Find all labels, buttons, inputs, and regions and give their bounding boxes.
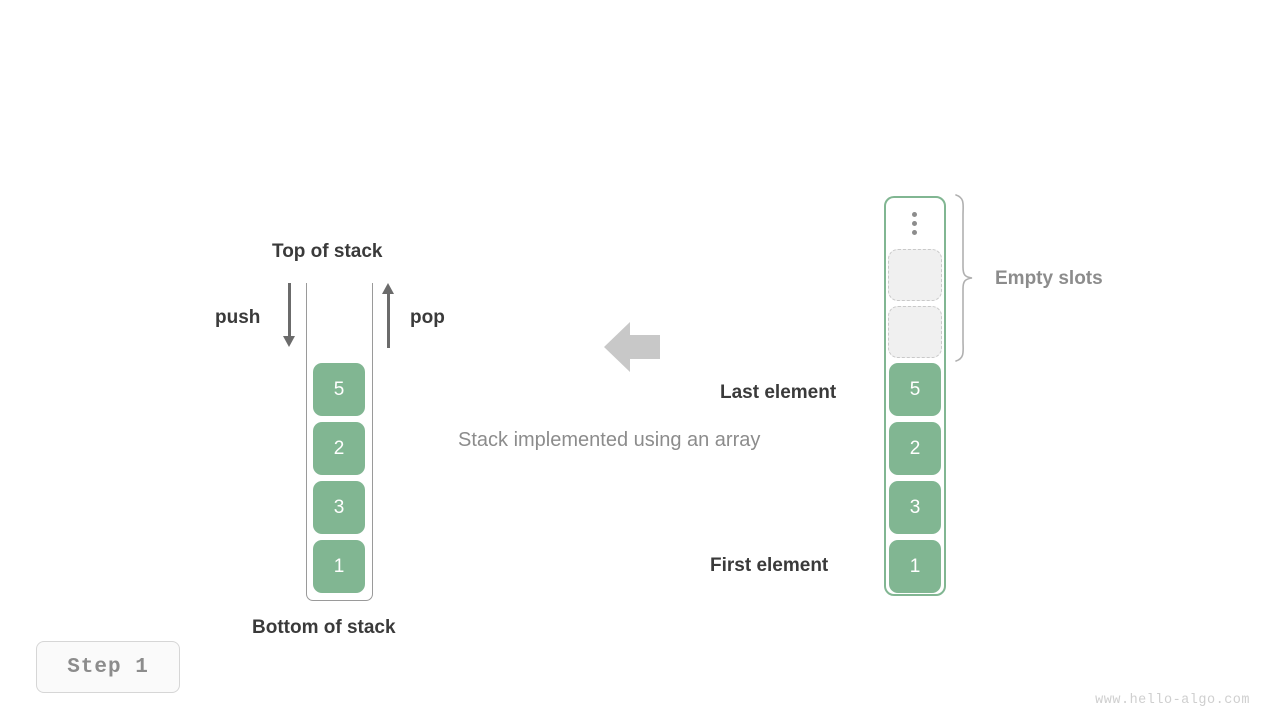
bottom-of-stack-label: Bottom of stack <box>252 617 396 638</box>
stack-container <box>306 283 373 601</box>
stack-cell: 1 <box>313 540 365 593</box>
step-badge-label: Step 1 <box>67 655 149 679</box>
step-badge: Step 1 <box>36 641 180 693</box>
empty-slots-brace-icon <box>952 193 974 368</box>
array-cell: 3 <box>889 481 941 534</box>
first-element-label: First element <box>710 555 829 576</box>
empty-slots-label: Empty slots <box>995 268 1103 289</box>
stack-cell: 3 <box>313 481 365 534</box>
watermark-text: www.hello-algo.com <box>1095 693 1250 708</box>
stack-cell: 2 <box>313 422 365 475</box>
arrow-left-icon <box>604 318 660 381</box>
empty-slot <box>888 306 942 358</box>
array-cell: 5 <box>889 363 941 416</box>
push-label: push <box>215 307 261 328</box>
pop-label: pop <box>410 307 445 328</box>
array-cell: 1 <box>889 540 941 593</box>
array-container <box>884 196 946 596</box>
array-cell: 2 <box>889 422 941 475</box>
top-of-stack-label: Top of stack <box>272 241 383 262</box>
stack-cell: 5 <box>313 363 365 416</box>
empty-slot <box>888 249 942 301</box>
last-element-label: Last element <box>720 382 837 403</box>
caption-text: Stack implemented using an array <box>458 429 761 451</box>
